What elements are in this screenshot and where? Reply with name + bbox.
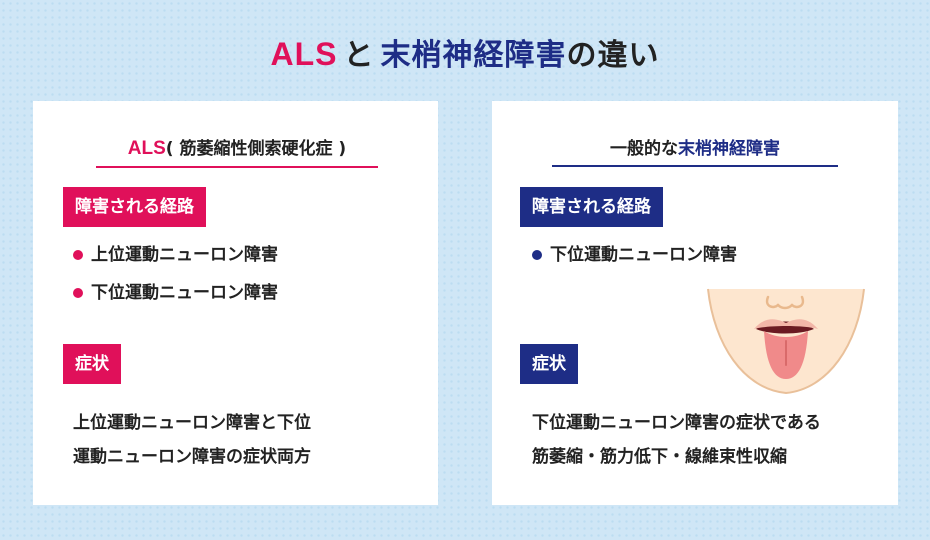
als-route-list: 上位運動ニューロン障害 下位運動ニューロン障害 [73, 243, 278, 319]
title-suffix: の違い [566, 38, 660, 73]
title-to: と [343, 38, 375, 73]
peripheral-heading-prefix: 一般的な [610, 139, 678, 159]
als-card: ALS( 筋萎縮性側索硬化症 ) 障害される経路 上位運動ニューロン障害 下位運… [33, 101, 438, 505]
bullet-dot-icon [532, 250, 542, 260]
face-tongue-icon [707, 288, 865, 395]
als-heading-rest: ( 筋萎縮性側索硬化症 ) [165, 139, 347, 159]
als-card-heading: ALS( 筋萎縮性側索硬化症 ) [96, 134, 378, 168]
desc-line: 上位運動ニューロン障害と下位 [73, 413, 311, 433]
desc-line: 下位運動ニューロン障害の症状である [532, 413, 821, 433]
desc-line: 運動ニューロン障害の症状両方 [73, 447, 311, 467]
title-peripheral: 末梢神経障害 [380, 38, 567, 73]
list-item-label: 上位運動ニューロン障害 [91, 245, 278, 265]
list-item-label: 下位運動ニューロン障害 [91, 283, 278, 303]
list-item-label: 下位運動ニューロン障害 [550, 245, 737, 265]
list-item: 上位運動ニューロン障害 [73, 243, 278, 281]
title-als: ALS [270, 36, 338, 72]
bullet-dot-icon [73, 250, 83, 260]
als-heading-highlight: ALS [127, 138, 166, 159]
desc-line: 筋萎縮・筋力低下・線維束性収縮 [532, 447, 787, 467]
peripheral-heading-highlight: 末梢神経障害 [678, 139, 780, 159]
peripheral-route-tag: 障害される経路 [520, 187, 663, 227]
als-symptom-desc: 上位運動ニューロン障害と下位 運動ニューロン障害の症状両方 [73, 406, 311, 474]
peripheral-route-list: 下位運動ニューロン障害 [532, 243, 737, 281]
peripheral-symptom-desc: 下位運動ニューロン障害の症状である 筋萎縮・筋力低下・線維束性収縮 [532, 406, 821, 474]
list-item: 下位運動ニューロン障害 [532, 243, 737, 281]
list-item: 下位運動ニューロン障害 [73, 281, 278, 319]
peripheral-card-heading: 一般的な末梢神経障害 [552, 134, 838, 167]
als-route-tag: 障害される経路 [63, 187, 206, 227]
bullet-dot-icon [73, 288, 83, 298]
peripheral-symptom-tag: 症状 [520, 344, 578, 384]
als-symptom-tag: 症状 [63, 344, 121, 384]
